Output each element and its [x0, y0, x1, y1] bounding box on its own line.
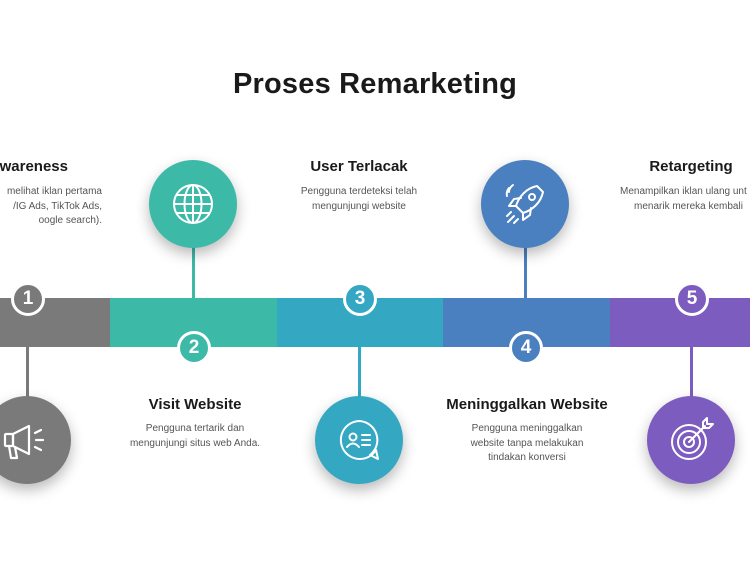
- step-title-1: wareness: [0, 158, 68, 175]
- megaphone-icon-circle: [0, 396, 71, 484]
- rocket-icon-circle: [481, 160, 569, 248]
- step-desc-1-line-3: oogle search).: [38, 215, 102, 226]
- rocket-icon: [505, 184, 544, 224]
- step-title-3: User Terlacak: [310, 158, 408, 175]
- step-desc-4: Pengguna meninggalkan website tanpa mela…: [427, 422, 627, 466]
- step-desc-5-line-1: Menampilkan iklan ulang unt: [620, 186, 747, 197]
- step-desc-3-line-1: Pengguna terdeteksi telah: [300, 186, 418, 197]
- user-tracking-icon-circle: [315, 396, 403, 484]
- step-desc-4-line-1: Pengguna meninggalkan: [471, 423, 583, 434]
- globe-icon: [173, 184, 213, 224]
- step-number-3: 3: [343, 282, 377, 316]
- megaphone-icon: [3, 424, 45, 460]
- connector-3: [358, 347, 361, 403]
- user-tracking-icon: [339, 420, 379, 460]
- connector-4: [524, 244, 527, 298]
- step-desc-2-line-2: mengunjungi situs web Anda.: [129, 437, 261, 449]
- step-number-2: 2: [177, 331, 211, 365]
- target-icon-circle: [647, 396, 735, 484]
- step-desc-2-line-1: Pengguna tertarik dan: [145, 423, 245, 434]
- step-desc-1: melihat iklan pertama /IG Ads, TikTok Ad…: [0, 185, 102, 229]
- step-desc-3-line-2: mengunjungi website: [312, 200, 406, 212]
- step-title-5: Retargeting: [649, 158, 733, 175]
- step-number-1: 1: [11, 282, 45, 316]
- step-desc-1-line-2: /IG Ads, TikTok Ads,: [13, 200, 102, 212]
- step-number-4: 4: [509, 331, 543, 365]
- target-icon: [671, 417, 714, 460]
- connector-1: [26, 347, 29, 403]
- page-title: Proses Remarketing: [232, 68, 518, 100]
- step-desc-5-line-2: menarik mereka kembali: [634, 200, 743, 212]
- step-desc-4-line-3: tindakan konversi: [488, 452, 566, 463]
- step-desc-1-line-1: melihat iklan pertama: [6, 186, 102, 197]
- connector-5: [690, 347, 693, 403]
- step-number-5: 5: [675, 282, 709, 316]
- step-title-2: Visit Website: [148, 396, 242, 413]
- step-desc-4-line-2: website tanpa melakukan: [470, 437, 584, 449]
- step-desc-3: Pengguna terdeteksi telah mengunjungi we…: [259, 185, 459, 214]
- connector-2: [192, 244, 195, 298]
- step-title-4: Meninggalkan Website: [446, 396, 608, 413]
- step-desc-2: Pengguna tertarik dan mengunjungi situs …: [95, 422, 295, 451]
- step-desc-5: Menampilkan iklan ulang unt menarik mere…: [616, 185, 750, 214]
- globe-icon-circle: [149, 160, 237, 248]
